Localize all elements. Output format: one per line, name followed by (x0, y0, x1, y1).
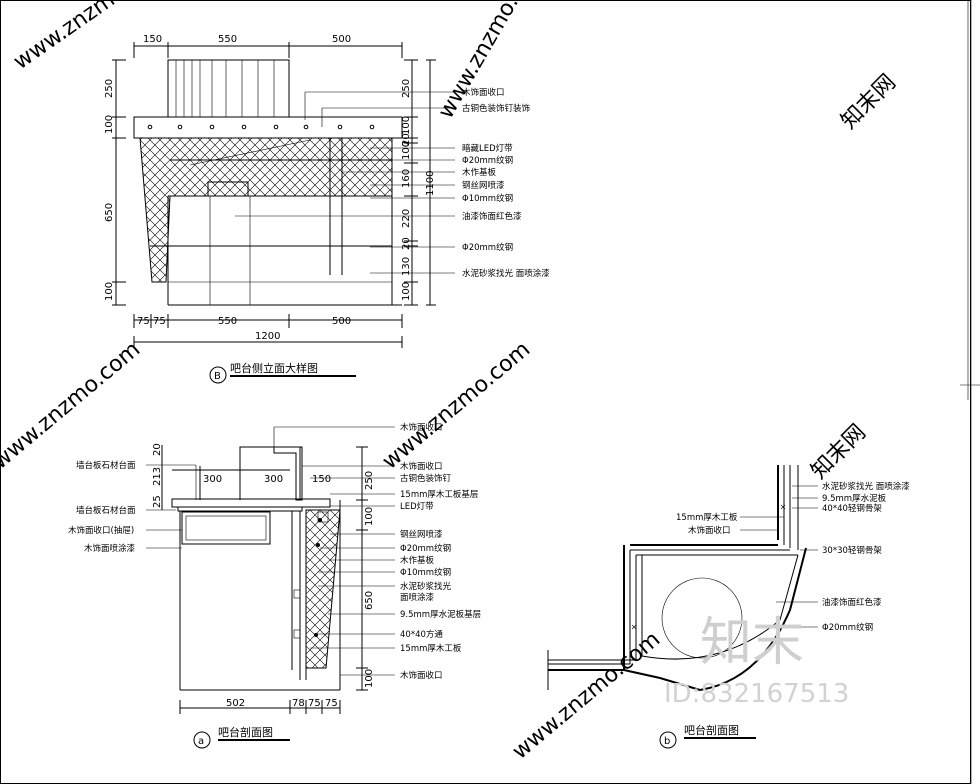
annotation-label: 面喷涂漆 (400, 592, 435, 603)
annotation-label: 水泥砂浆找光 (400, 581, 452, 592)
logo-mark: 知末 (700, 613, 804, 673)
annotation-label: 水泥砂浆找光 面喷涂漆 (822, 481, 910, 492)
annotation-label: 钢丝网喷漆 (400, 529, 443, 540)
dim-text: 25 (152, 495, 163, 508)
dim-text: 75 (137, 316, 150, 327)
drawing-title: 吧台侧立面大样图 (230, 361, 318, 375)
annotation-label: 15mm厚木工板 (676, 512, 738, 523)
annotation-label: 木饰面收口 (400, 422, 443, 433)
dim-text: 150 (143, 34, 162, 45)
dim-text: 160 (401, 169, 412, 188)
watermark-text: 知末网 (837, 70, 901, 134)
annotation-label: 钢丝网喷漆 (462, 180, 505, 191)
annotation-label: 古铜色装饰钉 (400, 473, 452, 484)
curve-center-circle (661, 577, 743, 659)
dim-text: 1100 (425, 171, 436, 196)
dim-text: 100 (401, 141, 412, 160)
detail-marker-label: a (198, 736, 204, 747)
dim-text: 213 (152, 467, 163, 486)
watermark-text: www.znzmo.com (0, 337, 145, 475)
dim-text: 100 (364, 507, 375, 526)
annotation-label: 15mm厚木工板 (400, 643, 462, 654)
annotation-label: 木作基板 (462, 167, 497, 178)
annotation-label: 墙台板石材台面 (76, 460, 136, 471)
dim-text: 75 (325, 698, 338, 709)
annotation-label: Φ20mm纹钢 (462, 155, 513, 166)
annotation-label: Φ10mm纹钢 (462, 193, 513, 204)
elevation-b: 150 550 500 250 100 650 100 (104, 34, 550, 384)
section-b: 水泥砂浆找光 面喷涂漆 9.5mm厚水泥板 40*40轻钢骨架 15mm厚木工板… (547, 465, 910, 749)
dim-text: 130 (401, 257, 412, 276)
annotation-label: 木饰面收口 (688, 525, 731, 536)
dim-text: 300 (203, 474, 222, 485)
dim-text: 1200 (255, 331, 280, 342)
dim-text: 650 (104, 203, 115, 222)
annotation-label: 9.5mm厚水泥板 (822, 493, 887, 504)
annotation-label: 木饰面收口 (400, 670, 443, 681)
annotation-label: 木饰面收口 (462, 87, 505, 98)
watermark-text: 知末网 (807, 420, 871, 484)
annotation-label: Φ20mm纹钢 (822, 622, 873, 633)
dim-text: 100 (401, 116, 412, 135)
dim-text: 75 (308, 698, 321, 709)
dim-text: 250 (104, 79, 115, 98)
annotation-label: Φ20mm纹钢 (462, 242, 513, 253)
dim-text: 300 (264, 474, 283, 485)
detail-marker-label: b (664, 736, 670, 747)
detail-marker (193, 731, 211, 749)
annotation-label: LED灯带 (400, 501, 434, 512)
annotation-label: 木饰面喷涂漆 (84, 543, 136, 554)
dim-text: 100 (401, 282, 412, 301)
annotation-label: 水泥砂浆找光 面喷涂漆 (462, 268, 550, 279)
dim-text: 502 (226, 698, 245, 709)
drawing-title: 吧台剖面图 (218, 725, 273, 739)
dim-text: 20 (401, 133, 412, 146)
annotation-label: 9.5mm厚水泥板基层 (400, 609, 481, 620)
annotation-label: 木饰面收口 (400, 461, 443, 472)
watermark-text: www.znzmo.com (378, 337, 535, 475)
dim-text: 250 (401, 79, 412, 98)
annotation-label: 30*30轻钢骨架 (822, 545, 882, 556)
annotation-label: 油漆饰面红色漆 (462, 211, 522, 222)
annotation-label: 木饰面收口(抽屉) (68, 525, 134, 536)
section-a: 300 300 150 20 213 25 25 (68, 422, 481, 749)
annotation-label: 墙台板石材台面 (76, 505, 136, 516)
detail-marker (209, 366, 227, 384)
dim-text: 20 (152, 443, 163, 456)
dim-text: 250 (364, 471, 375, 490)
annotation-label: Φ20mm纹钢 (400, 543, 451, 554)
annotation-label: 15mm厚木工板基层 (400, 489, 478, 500)
dim-text: 550 (218, 34, 237, 45)
dim-text: 100 (104, 282, 115, 301)
dim-text: 650 (364, 591, 375, 610)
annotation-label: 40*40方通 (400, 629, 443, 640)
dim-text: 78 (292, 698, 305, 709)
detail-marker-label: B (214, 371, 221, 382)
decorative-nails (147, 124, 375, 130)
dim-text: 75 (153, 316, 166, 327)
dim-text: 220 (401, 209, 412, 228)
annotation-label: 暗藏LED灯带 (462, 143, 513, 154)
drawing-title: 吧台剖面图 (684, 723, 739, 737)
dim-text: 500 (332, 316, 351, 327)
dim-text: 20 (401, 237, 412, 250)
annotation-label: 木作基板 (400, 555, 435, 566)
dim-text: 550 (218, 316, 237, 327)
dim-text: 150 (312, 474, 331, 485)
curved-outline (623, 547, 807, 692)
dim-text: 500 (332, 34, 351, 45)
dim-text: 100 (364, 669, 375, 688)
annotation-label: 古铜色装饰钉装饰 (462, 103, 531, 114)
dim-text: 100 (104, 115, 115, 134)
logo-id: ID:832167513 (664, 679, 849, 709)
annotation-label: 油漆饰面红色漆 (822, 597, 882, 608)
detail-marker (659, 731, 677, 749)
annotation-label: Φ10mm纹钢 (400, 567, 451, 578)
annotation-label: 40*40轻钢骨架 (822, 503, 882, 514)
